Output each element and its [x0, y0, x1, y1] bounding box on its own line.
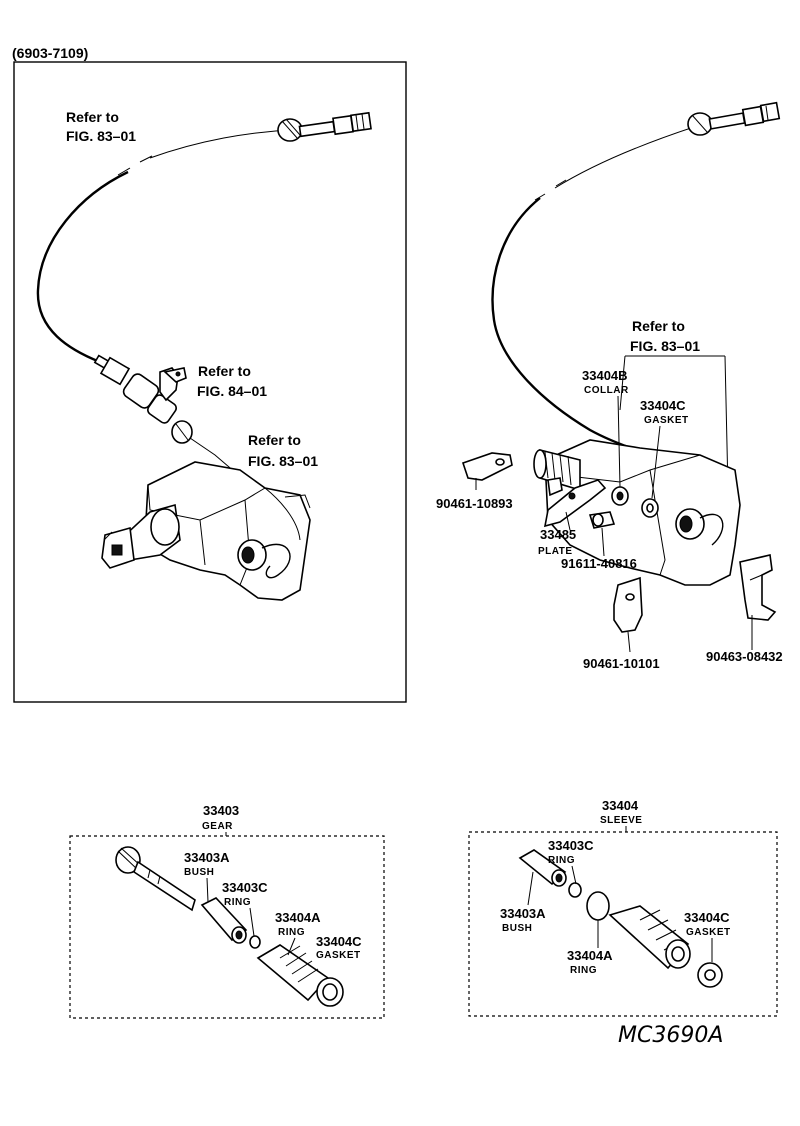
sleeve-o-ring-small [568, 882, 582, 898]
left-transmission-housing [101, 461, 311, 601]
sleeve-box-number: 33404 [602, 798, 639, 813]
label-90461-10893: 90461-10893 [436, 496, 513, 511]
right-bolt [588, 511, 616, 529]
right-transmission-housing [533, 439, 741, 586]
gear-box-name: GEAR [202, 821, 233, 832]
label-33404C-number: 33404C [640, 398, 686, 413]
gear-box-number: 33403 [203, 803, 239, 818]
left-ref2-line1: Refer to [198, 363, 251, 379]
date-range-label: (6903-7109) [12, 45, 88, 61]
clamp-90461-10893 [461, 452, 513, 490]
gear-o-ring-small [249, 935, 261, 949]
right-ref-line1: Refer to [632, 318, 685, 334]
clamp-90461-10101 [613, 576, 643, 653]
left-ref1-line1: Refer to [66, 109, 119, 125]
catalog-code: MC3690A [618, 1023, 723, 1048]
sleeve-label-33404A-name: RING [570, 965, 597, 976]
label-33404B-number: 33404B [582, 368, 628, 383]
gear-label-33403C-number: 33403C [222, 880, 268, 895]
left-ref2-line2: FIG. 84–01 [197, 383, 267, 399]
sleeve-body [608, 905, 691, 970]
sleeve-o-ring-large [586, 891, 610, 921]
sleeve-label-33403C-number: 33403C [548, 838, 594, 853]
sleeve-label-33404C-number: 33404C [684, 910, 730, 925]
sleeve-assembly-box: 33404 SLEEVE 33403C RING 33403A BUS [468, 798, 778, 1017]
label-33404B-name: COLLAR [584, 385, 629, 396]
left-driven-gear-socket [237, 539, 291, 579]
label-91611-40816: 91611-40816 [561, 556, 637, 571]
gear-assembly-box: 33403 GEAR 33403A BUSH 33403 [69, 803, 385, 1019]
label-33404C-name: GASKET [644, 415, 689, 426]
sleeve-bush [518, 849, 567, 887]
label-90461-10101: 90461-10101 [583, 656, 660, 671]
sleeve-gasket [697, 962, 723, 988]
right-gasket [641, 498, 659, 518]
left-speedometer-cable [36, 111, 372, 486]
left-ref1-line2: FIG. 83–01 [66, 128, 136, 144]
label-33485-name: PLATE [538, 546, 573, 557]
gear-label-33404A-number: 33404A [275, 910, 321, 925]
clamp-90463-08432 [739, 554, 777, 650]
right-part-labels: 33404B COLLAR 33404C GASKET 90461-10893 … [436, 368, 783, 671]
gear-sleeve [256, 944, 344, 1007]
right-cable-upper-fitting [687, 101, 781, 136]
label-33485-number: 33485 [540, 527, 576, 542]
gear-label-33403A-name: BUSH [184, 867, 214, 878]
sleeve-label-33404A-number: 33404A [567, 948, 613, 963]
gear-label-33403C-name: RING [224, 897, 251, 908]
left-cable-upper-fitting [277, 111, 372, 142]
gear-label-33404C-name: GASKET [316, 950, 361, 961]
left-panel-frame [13, 61, 407, 703]
right-ref-line2: FIG. 83–01 [630, 338, 700, 354]
right-collar [611, 486, 629, 506]
right-reference-labels: Refer to FIG. 83–01 [619, 318, 729, 491]
sleeve-label-33403A-number: 33403A [500, 906, 546, 921]
right-lock-plate [543, 479, 607, 528]
sleeve-label-33403A-name: BUSH [502, 923, 532, 934]
sleeve-box-name: SLEEVE [600, 815, 642, 826]
gear-box-frame [69, 835, 385, 1019]
left-bracket [159, 367, 187, 402]
gear-label-33404A-name: RING [278, 927, 305, 938]
gear-label-33404C-number: 33404C [316, 934, 362, 949]
left-reference-labels: Refer to FIG. 83–01 Refer to FIG. 84–01 … [66, 109, 318, 469]
label-90463-08432: 90463-08432 [706, 649, 783, 664]
gear-label-33403A-number: 33403A [184, 850, 230, 865]
left-cable-lower-fitting [93, 354, 251, 486]
driven-gear [115, 846, 196, 912]
sleeve-label-33404C-name: GASKET [686, 927, 731, 938]
left-ref3-line2: FIG. 83–01 [248, 453, 318, 469]
sleeve-label-33403C-name: RING [548, 855, 575, 866]
gear-bush [200, 897, 248, 944]
left-ref3-line1: Refer to [248, 432, 301, 448]
